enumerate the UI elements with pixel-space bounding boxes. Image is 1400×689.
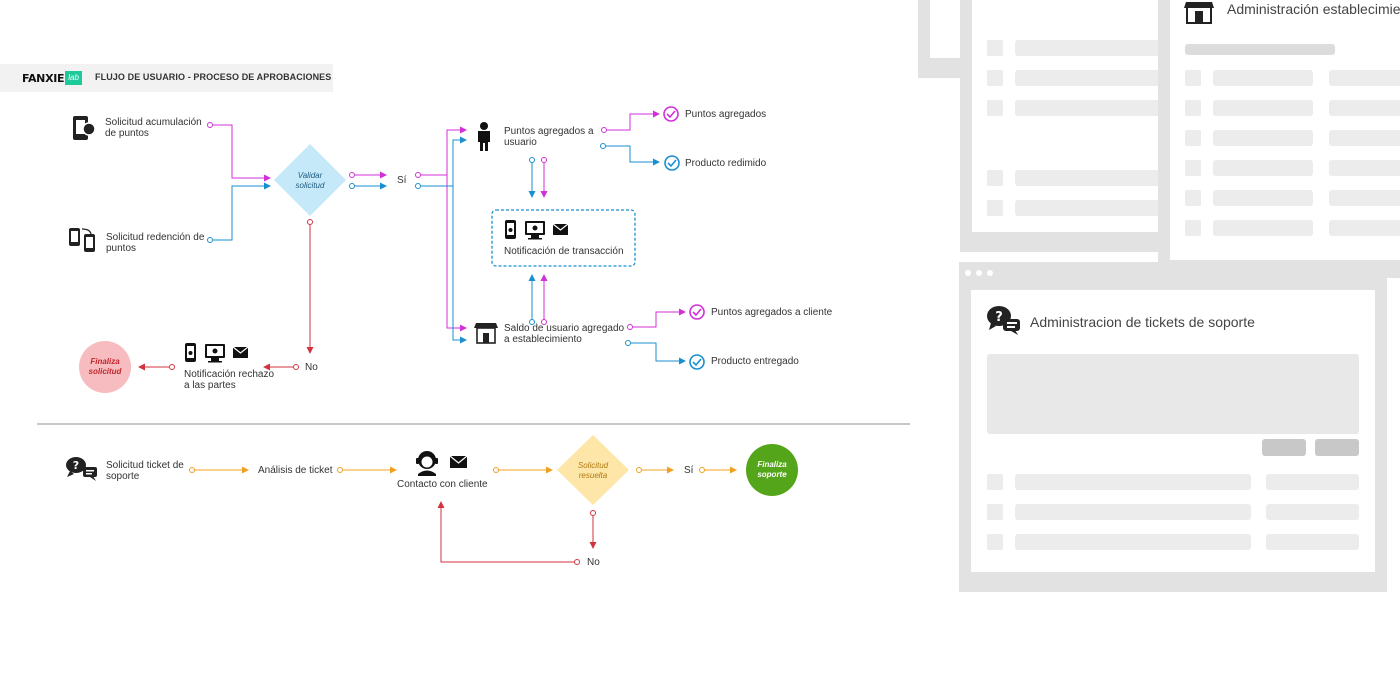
store-balance-label: Saldo de usuario agregado a establecimie… (504, 323, 625, 345)
page-title: FLUJO DE USUARIO - PROCESO DE APROBACION… (95, 72, 332, 82)
notification-box (491, 209, 636, 267)
validate-diamond (274, 144, 346, 216)
transaction-notification-label: Notificación de transacción (504, 246, 624, 257)
ticket-text-area[interactable] (987, 354, 1359, 434)
mid-panel-inner (972, 0, 1188, 232)
mail-icon-2 (232, 346, 249, 358)
ticket-analysis-label: Análisis de ticket (258, 465, 333, 476)
store-icon (1184, 0, 1214, 29)
user-points-label: Puntos agregados a usuario (504, 126, 594, 148)
desktop-icon (525, 221, 545, 240)
mail-icon (552, 223, 569, 235)
no-label-2: No (587, 557, 600, 568)
phone-coin-icon (73, 116, 96, 140)
blue-connectors (207, 136, 686, 365)
end-support-label: Finaliza soporte (757, 460, 787, 479)
store-admin-panel-inner: Administración establecimie (1170, 0, 1400, 260)
magenta-connectors (207, 110, 686, 332)
end-request-label: Finaliza solicitud (88, 357, 122, 376)
person-icon (478, 122, 490, 151)
product-redeemed-label: Producto redimido (685, 158, 767, 169)
phones-exchange-icon (69, 228, 95, 252)
points-added-client-label: Puntos agregados a cliente (711, 307, 833, 318)
tickets-admin-title: Administracion de tickets de soporte (1030, 314, 1255, 330)
product-delivered-label: Producto entregado (711, 356, 799, 367)
resolved-diamond (557, 435, 629, 505)
orange-connectors (189, 466, 737, 474)
mobile-icon-2 (185, 343, 196, 362)
check-icon (663, 106, 705, 370)
end-support-circle (746, 444, 798, 496)
redemption-request-label: Solicitud redención de puntos (106, 232, 205, 254)
no-label: No (305, 362, 318, 373)
client-contact-label: Contacto con cliente (397, 479, 488, 490)
support-ticket-request-label: Solicitud ticket de soporte (106, 460, 184, 482)
headset-agent-icon (416, 451, 438, 476)
ticket-button-1[interactable] (1262, 439, 1306, 456)
svg-text:?: ? (73, 459, 79, 472)
flow-diagram: ? (37, 106, 910, 565)
yes-label: Sí (397, 175, 407, 186)
rejection-notification-label: Notificación rechazo a las partes (184, 369, 275, 391)
mobile-icon (505, 220, 516, 239)
end-request-circle (79, 341, 131, 393)
red-connectors-2 (437, 501, 597, 565)
support-chat-icon: ? (987, 306, 1021, 341)
store-icon (474, 323, 498, 344)
tickets-admin-panel-inner: ? Administracion de tickets de soporte (971, 290, 1375, 572)
red-connectors (138, 219, 314, 371)
yes-label-2: Sí (684, 465, 694, 476)
validate-decision-label: Validar solicitud (295, 171, 325, 190)
resolved-decision-label: Solicitud resuelta (577, 461, 609, 480)
desktop-icon-2 (205, 344, 225, 363)
ticket-button-2[interactable] (1315, 439, 1359, 456)
svg-text:?: ? (995, 310, 1003, 325)
support-chat-icon: ? (66, 457, 97, 481)
header-bar (0, 64, 333, 92)
window-dots (964, 266, 1000, 284)
mail-icon-3 (449, 455, 468, 468)
accumulation-request-label: Solicitud acumulación de puntos (105, 117, 202, 139)
store-admin-title: Administración establecimie (1227, 1, 1400, 17)
points-added-label: Puntos agregados (685, 109, 767, 120)
